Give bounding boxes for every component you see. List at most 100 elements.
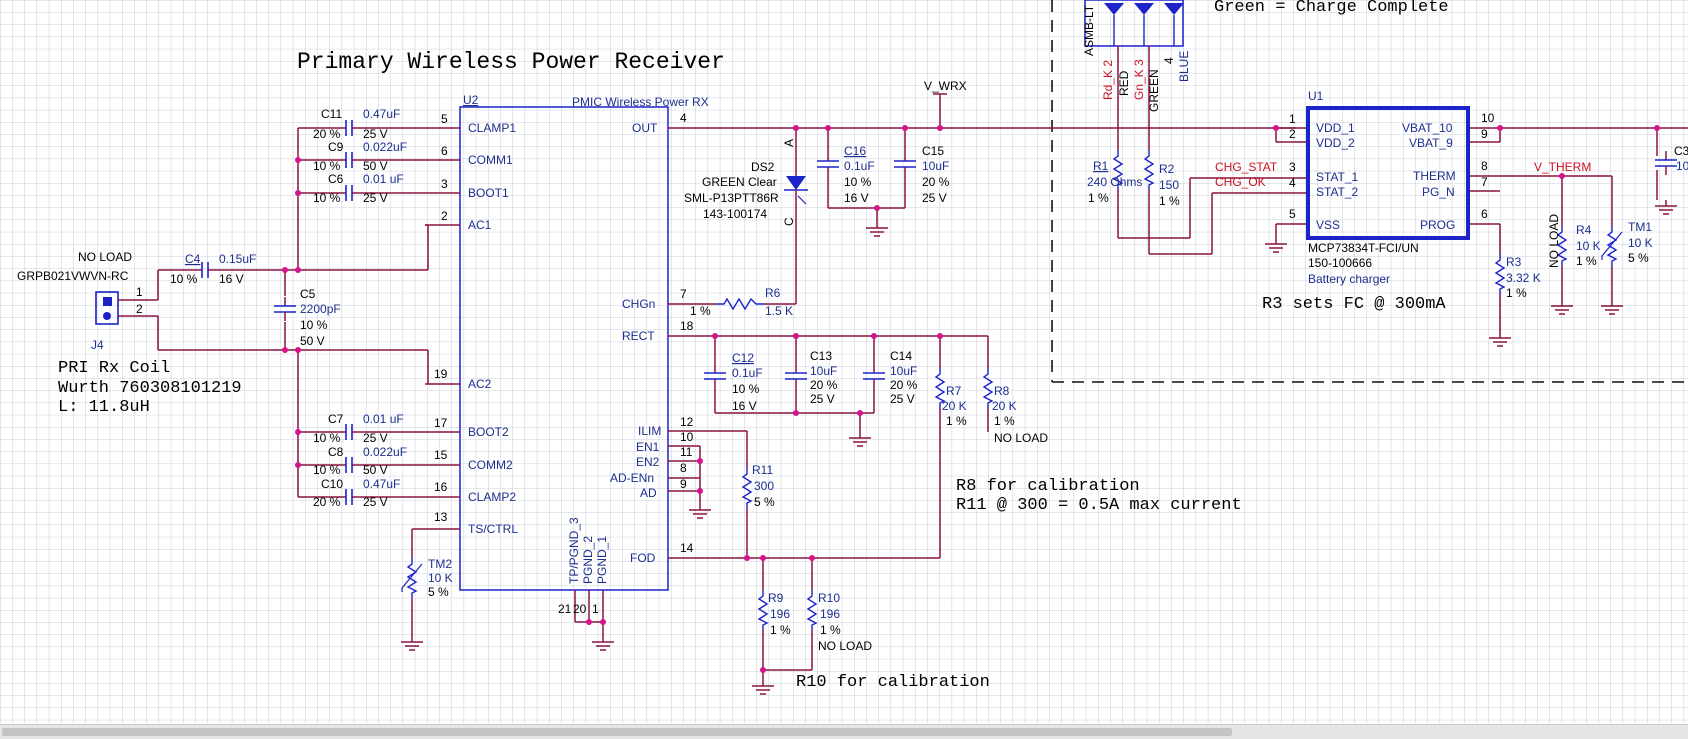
res-tolerance: 1 % (690, 304, 711, 318)
c14-labels: C14 10uF 20 % 25 V (890, 349, 918, 406)
j4-pin-num: 1 (136, 285, 143, 299)
u2-ref: U2 (463, 93, 479, 107)
ds2-cathode: C (782, 217, 796, 226)
cap-tolerance: 10 % (170, 272, 198, 286)
u1-pin-num: 1 (1289, 112, 1296, 126)
u1-pin-num: 8 (1481, 159, 1488, 173)
tm1-ref: TM1 (1628, 220, 1652, 234)
res-tolerance: 1 % (820, 623, 841, 637)
u2-pin-num: 3 (441, 177, 448, 191)
u2-chip: U2 PMIC Wireless Power RX (459, 93, 709, 591)
j4-ref: J4 (91, 338, 104, 352)
u2-pin-name: OUT (632, 121, 658, 135)
cap-voltage: 25 V (363, 431, 388, 445)
schematic-title: Primary Wireless Power Receiver (297, 49, 725, 75)
u1-pin-name: VBAT_10 (1402, 121, 1453, 135)
cap-voltage: 50 V (363, 463, 388, 477)
res-tolerance: 1 % (946, 414, 967, 428)
r11-note: R11 @ 300 = 0.5A max current (956, 496, 1242, 515)
u2-pin-num: 11 (680, 445, 693, 459)
cap-voltage: 25 V (922, 191, 947, 205)
left-capacitor-labels: C11 0.47uF 20 % 25 V C9 0.022uF 10 % 50 … (313, 107, 407, 509)
res-value: 150 (1159, 178, 1179, 192)
u2-pin-name: EN1 (636, 440, 660, 454)
u1-chip: U1 MCP73834T-FCI/UN 150-100666 Battery c… (1306, 89, 1470, 286)
u1-part: MCP73834T-FCI/UN (1308, 241, 1419, 255)
horizontal-scrollbar[interactable] (0, 724, 1688, 739)
u1-pin-name: PROG (1420, 218, 1455, 232)
net-vtherm: V_THERM (1534, 160, 1591, 174)
ds2-led: A C DS2 GREEN Clear SML-P13PTT86R 143-10… (684, 139, 808, 226)
res-tolerance: 1 % (1576, 254, 1597, 268)
u2-pin-name: FOD (630, 551, 656, 565)
res-ref: R9 (768, 591, 784, 605)
tm1-tolerance: 5 % (1628, 251, 1649, 265)
cap-tolerance: 20 % (313, 127, 341, 141)
res-value: 20 K (942, 399, 967, 413)
net-vwrx: V_WRX (924, 79, 967, 93)
ds2-color: GREEN Clear (702, 175, 777, 189)
cap-ref: C5 (300, 287, 316, 301)
cap-voltage: 16 V (732, 399, 757, 413)
tm2-ref: TM2 (428, 557, 452, 571)
cap-voltage: 25 V (810, 392, 835, 406)
u1-code: 150-100666 (1308, 256, 1372, 270)
cap-value: 10 (1676, 159, 1688, 173)
r11-labels: R11 300 5 % (752, 463, 775, 509)
r9-labels: R9 196 1 % (768, 591, 791, 637)
r10-labels: R10 196 1 % NO LOAD (818, 591, 872, 653)
cap-tolerance: 10 % (313, 159, 341, 173)
u1-pin-num: 5 (1289, 207, 1296, 221)
cap-ref: C10 (321, 477, 343, 491)
led-k-label: 4 (1162, 57, 1176, 64)
u2-pin-num: 16 (434, 480, 448, 494)
u2-pin-name: AD (640, 486, 657, 500)
u2-pin-num: 15 (434, 448, 448, 462)
j4-part: GRPB021VWVN-RC (17, 269, 129, 283)
u2-pin-num: 12 (680, 415, 694, 429)
u1-pin-name: STAT_1 (1316, 170, 1359, 184)
cap-ref: C13 (810, 349, 832, 363)
cap-tolerance: 10 % (313, 431, 341, 445)
res-ref: R4 (1576, 223, 1592, 237)
u2-pin-name: TS/CTRL (468, 522, 518, 536)
cap-tolerance: 20 % (890, 378, 918, 392)
cap-tolerance: 20 % (313, 495, 341, 509)
rgb-led: ASMB-LT Rd_K 2 RED Gn_K 3 GREEN 4 BLUE (1082, 0, 1191, 112)
c16-labels: C16 0.1uF 10 % 16 V (844, 144, 875, 205)
cap-value: 10uF (922, 159, 949, 173)
res-ref: R11 (752, 463, 773, 477)
cap-value: 0.15uF (219, 252, 256, 266)
u1-pin-name: VDD_1 (1316, 121, 1355, 135)
u2-pin-name: COMM2 (468, 458, 513, 472)
led-color-label: BLUE (1177, 51, 1191, 82)
led-color-label: RED (1117, 70, 1131, 96)
res-ref: R6 (765, 286, 781, 300)
u1-pin-num: 7 (1481, 175, 1488, 189)
u2-name: PMIC Wireless Power RX (572, 95, 709, 109)
led-part: ASMB-LT (1082, 4, 1096, 56)
u2-left-pins: 5 CLAMP1 6 COMM1 3 BOOT1 2 AC1 19 AC2 17… (434, 112, 518, 536)
c15-labels: C15 10uF 20 % 25 V (922, 144, 950, 205)
cap-value: 0.022uF (363, 445, 407, 459)
cap-ref: C16 (844, 144, 866, 158)
cap-voltage: 25 V (363, 495, 388, 509)
u2-pin-num: 10 (680, 430, 694, 444)
res-ref: R3 (1506, 255, 1522, 269)
u1-pin-num: 2 (1289, 127, 1296, 141)
cap-voltage: 25 V (890, 392, 915, 406)
scrollbar-thumb[interactable] (2, 728, 1232, 736)
u2-pin-name: CLAMP2 (468, 490, 516, 504)
ds2-anode: A (782, 139, 796, 147)
cap-value: 0.022uF (363, 140, 407, 154)
res-value: 10 K (1576, 239, 1601, 253)
tm2-value: 10 K (428, 571, 453, 585)
cap-tolerance: 10 % (313, 191, 341, 205)
u1-desc: Battery charger (1308, 272, 1390, 286)
r2-labels: R2 150 1 % (1159, 162, 1180, 208)
cap-voltage: 16 V (219, 272, 244, 286)
res-value: 300 (754, 479, 774, 493)
u2-right-pins: 4 OUT 7 CHGn 18 RECT 12 ILIM 10 EN1 11 E… (610, 111, 694, 565)
cap-ref: C7 (328, 412, 344, 426)
cap-value: 2200pF (300, 302, 341, 316)
